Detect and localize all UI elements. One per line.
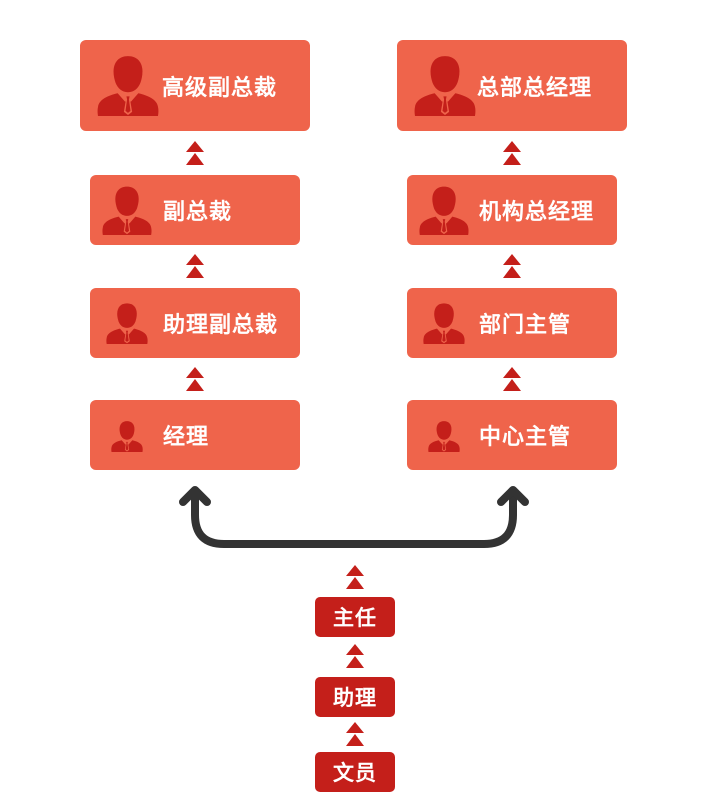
node-label: 副总裁 bbox=[163, 200, 233, 225]
node-director: 主任 bbox=[315, 597, 395, 637]
node-senior-vice-president: 高级副总裁 bbox=[80, 40, 310, 131]
node-headquarters-general-manager: 总部总经理 bbox=[397, 40, 627, 131]
node-label: 总部总经理 bbox=[477, 75, 593, 101]
node-label: 机构总经理 bbox=[479, 200, 595, 225]
businessman-icon bbox=[414, 54, 476, 116]
node-label: 高级副总裁 bbox=[162, 75, 278, 101]
node-clerk: 文员 bbox=[315, 752, 395, 792]
businessman-icon bbox=[102, 185, 152, 235]
node-label: 中心主管 bbox=[479, 425, 572, 450]
arrowhead-left bbox=[179, 486, 211, 506]
double-chevron-up-icon bbox=[345, 643, 365, 669]
connector-line bbox=[191, 492, 517, 548]
double-chevron-up-icon bbox=[185, 253, 205, 279]
businessman-icon bbox=[106, 302, 148, 344]
node-label: 助理 bbox=[333, 686, 377, 710]
node-label: 助理副总裁 bbox=[163, 313, 279, 338]
node-assistant-vice-president: 助理副总裁 bbox=[90, 288, 300, 358]
double-chevron-up-icon bbox=[185, 366, 205, 392]
arrowhead-right bbox=[497, 486, 529, 506]
double-chevron-up-icon bbox=[502, 140, 522, 166]
node-label: 主任 bbox=[333, 606, 377, 630]
node-vice-president: 副总裁 bbox=[90, 175, 300, 245]
node-assistant: 助理 bbox=[315, 677, 395, 717]
double-chevron-up-icon bbox=[345, 721, 365, 747]
node-label: 部门主管 bbox=[479, 313, 572, 338]
businessman-icon bbox=[428, 420, 460, 452]
node-branch-general-manager: 机构总经理 bbox=[407, 175, 617, 245]
node-manager: 经理 bbox=[90, 400, 300, 470]
double-chevron-up-icon bbox=[345, 564, 365, 590]
node-department-supervisor: 部门主管 bbox=[407, 288, 617, 358]
businessman-icon bbox=[419, 185, 469, 235]
businessman-icon bbox=[423, 302, 465, 344]
businessman-icon bbox=[111, 420, 143, 452]
double-chevron-up-icon bbox=[502, 253, 522, 279]
double-chevron-up-icon bbox=[185, 140, 205, 166]
node-label: 经理 bbox=[163, 425, 210, 450]
node-label: 文员 bbox=[333, 761, 377, 785]
double-chevron-up-icon bbox=[502, 366, 522, 392]
node-center-supervisor: 中心主管 bbox=[407, 400, 617, 470]
businessman-icon bbox=[97, 54, 159, 116]
